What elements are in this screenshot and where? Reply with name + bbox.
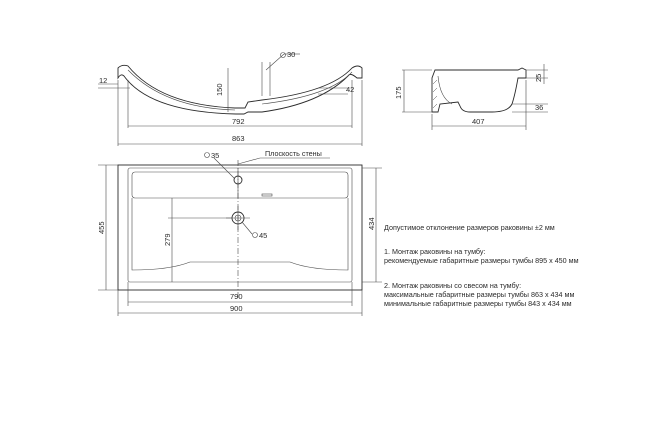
dim-front-right: 42 <box>346 85 354 94</box>
dim-top-hole: 35 <box>211 151 219 160</box>
dim-front-left-rim: 12 <box>99 76 107 85</box>
note-mount2-line1: максимальные габаритные размеры тумбы 86… <box>384 290 574 299</box>
front-section-view: 30 12 150 42 792 863 <box>98 50 363 146</box>
dim-front-hole: 30 <box>287 50 295 59</box>
note-mount1-line1: рекомендуемые габаритные размеры тумбы 8… <box>384 256 579 265</box>
top-plan-view: 35 Плоскость стены 45 455 434 279 790 90 <box>97 149 382 316</box>
dim-top-outer-width: 900 <box>230 304 243 313</box>
note-mount1-title: 1. Монтаж раковины на тумбу: <box>384 247 485 256</box>
dim-side-depth: 407 <box>472 117 485 126</box>
dim-top-inner-width: 790 <box>230 292 243 301</box>
note-tolerance: Допустимое отклонение размеров раковины … <box>384 223 555 232</box>
dim-front-depth: 150 <box>215 83 224 96</box>
wall-plane-label: Плоскость стены <box>265 149 322 158</box>
dim-top-height-inner: 434 <box>367 217 376 230</box>
dim-side-rim: 25 <box>534 74 543 82</box>
dim-top-drain-offset: 279 <box>163 233 172 246</box>
dim-side-height: 175 <box>394 86 403 99</box>
note-mount2-title: 2. Монтаж раковины со свесом на тумбу: <box>384 281 521 290</box>
notes-block: Допустимое отклонение размеров раковины … <box>384 223 579 308</box>
dim-front-inner-width: 792 <box>232 117 245 126</box>
note-mount2-line2: минимальные габаритные размеры тумбы 843… <box>384 299 572 308</box>
dim-front-outer-width: 863 <box>232 134 245 143</box>
dim-side-bottom: 36 <box>535 103 543 112</box>
dim-top-height-outer: 455 <box>97 221 106 234</box>
side-section-view: 175 25 36 407 <box>394 64 548 130</box>
dim-top-drain: 45 <box>259 231 267 240</box>
